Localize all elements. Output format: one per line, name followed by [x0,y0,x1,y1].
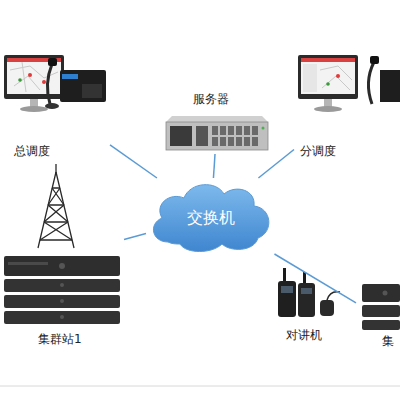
dispatch-station: 总调度 [2,48,110,166]
network-link [258,149,294,178]
frame-line [0,386,400,387]
network-link [213,154,215,178]
server-node: 服务器 [165,92,269,154]
dispatch-station: 分调度 [294,48,400,166]
base-station: 集群站1 [2,160,124,352]
monitor-icon [298,55,358,112]
node-label: 集群站1 [38,332,82,346]
switch-label: 交换机 [187,208,235,227]
base-station-rack [362,284,400,330]
switch-cloud: 交换机 [146,178,276,254]
node-label: 服务器 [193,92,229,106]
base-station: 集 [356,280,400,352]
node-label: 总调度 [14,144,50,158]
radio-tower [38,164,74,248]
node-label: 分调度 [300,144,336,158]
network-link [274,254,356,303]
device-label: 对讲机 [286,328,322,342]
monitor-icon [4,55,64,112]
node-label: 集 [382,334,394,348]
base-station-rack [4,256,120,324]
desk-microphone [45,58,106,109]
network-link [124,234,146,240]
network-link [110,145,157,178]
desk-microphone [368,56,400,104]
server-icon [166,116,268,150]
